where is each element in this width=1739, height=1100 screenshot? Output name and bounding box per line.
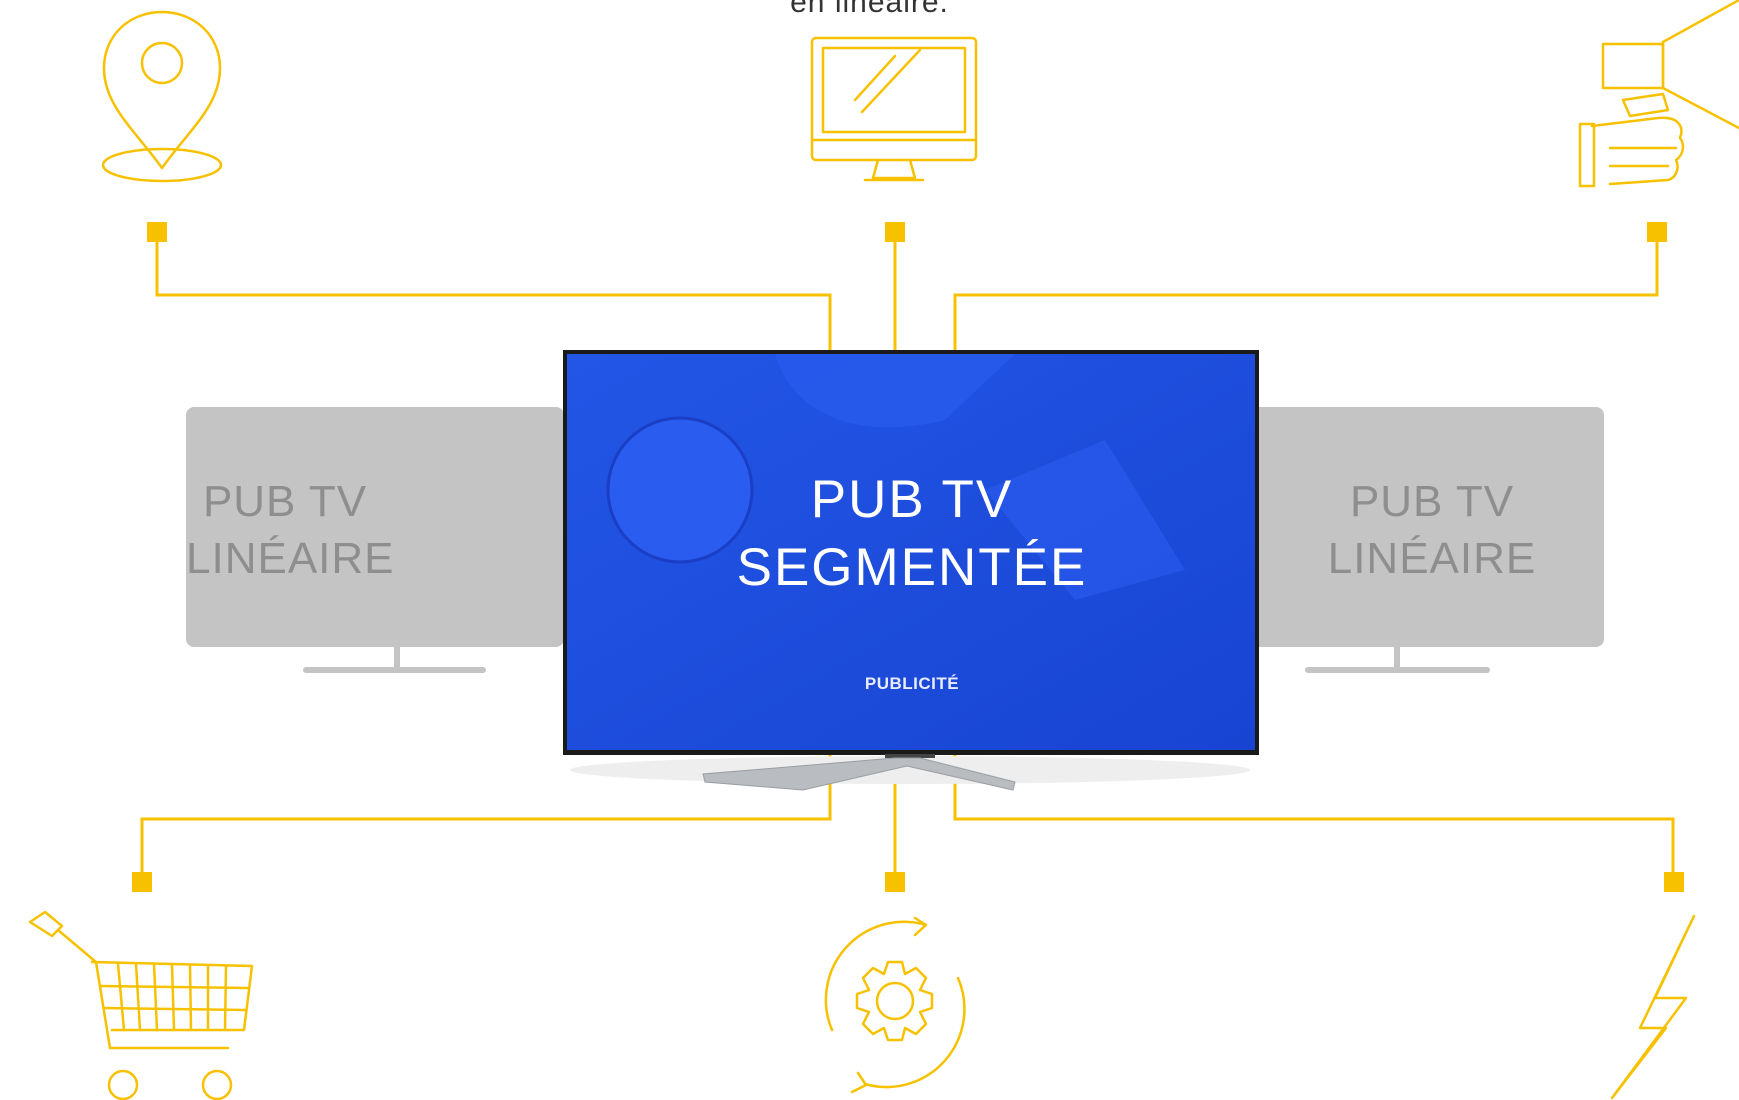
tv-stand-legs xyxy=(702,757,1016,791)
node-megaphone xyxy=(1647,222,1667,242)
node-cart xyxy=(132,872,152,892)
right-tv-line1: PUB TV xyxy=(1349,477,1515,526)
megaphone-icon xyxy=(1578,0,1739,188)
left-tv-stand xyxy=(394,647,400,667)
screen-diamond-shape xyxy=(985,440,1185,600)
lightning-bolt-icon xyxy=(1610,914,1696,1100)
right-tv-label: PUB TV LINÉAIRE xyxy=(1260,473,1604,587)
tv-logo-bar xyxy=(885,754,935,758)
left-tv-line2: LINÉAIRE xyxy=(186,534,395,583)
node-monitor xyxy=(885,222,905,242)
center-tv-line2: SEGMENTÉE xyxy=(736,538,1088,597)
connector-nodes xyxy=(132,222,1684,892)
right-tv-stand xyxy=(1394,647,1400,667)
center-tv-label: PUB TV SEGMENTÉE xyxy=(567,466,1257,602)
center-segmented-tv xyxy=(563,350,1259,791)
node-location xyxy=(147,222,167,242)
center-tv-line1: PUB TV xyxy=(810,470,1014,529)
top-caption: en linéaire. xyxy=(790,0,949,19)
left-tv-base xyxy=(303,667,486,673)
screen-circle-shape xyxy=(606,416,754,564)
screen-wave-shape xyxy=(775,354,1015,428)
shopping-cart-icon xyxy=(28,910,254,1100)
right-tv-line2: LINÉAIRE xyxy=(1327,534,1537,583)
connector-megaphone xyxy=(953,232,1659,365)
left-linear-tv-screen: PUB TV LINÉAIRE xyxy=(186,407,564,647)
node-gear xyxy=(885,872,905,892)
computer-monitor-icon xyxy=(810,36,978,182)
connector-location xyxy=(155,232,832,365)
left-tv-line1: PUB TV xyxy=(202,477,368,526)
left-tv-label: PUB TV LINÉAIRE xyxy=(186,473,395,587)
location-pin-icon xyxy=(101,10,223,183)
right-tv-base xyxy=(1305,667,1490,673)
gear-refresh-icon xyxy=(824,916,966,1094)
screen-publicite-label: PUBLICITÉ xyxy=(864,674,960,693)
right-linear-tv-screen: PUB TV LINÉAIRE xyxy=(1240,407,1604,647)
node-bolt xyxy=(1664,872,1684,892)
